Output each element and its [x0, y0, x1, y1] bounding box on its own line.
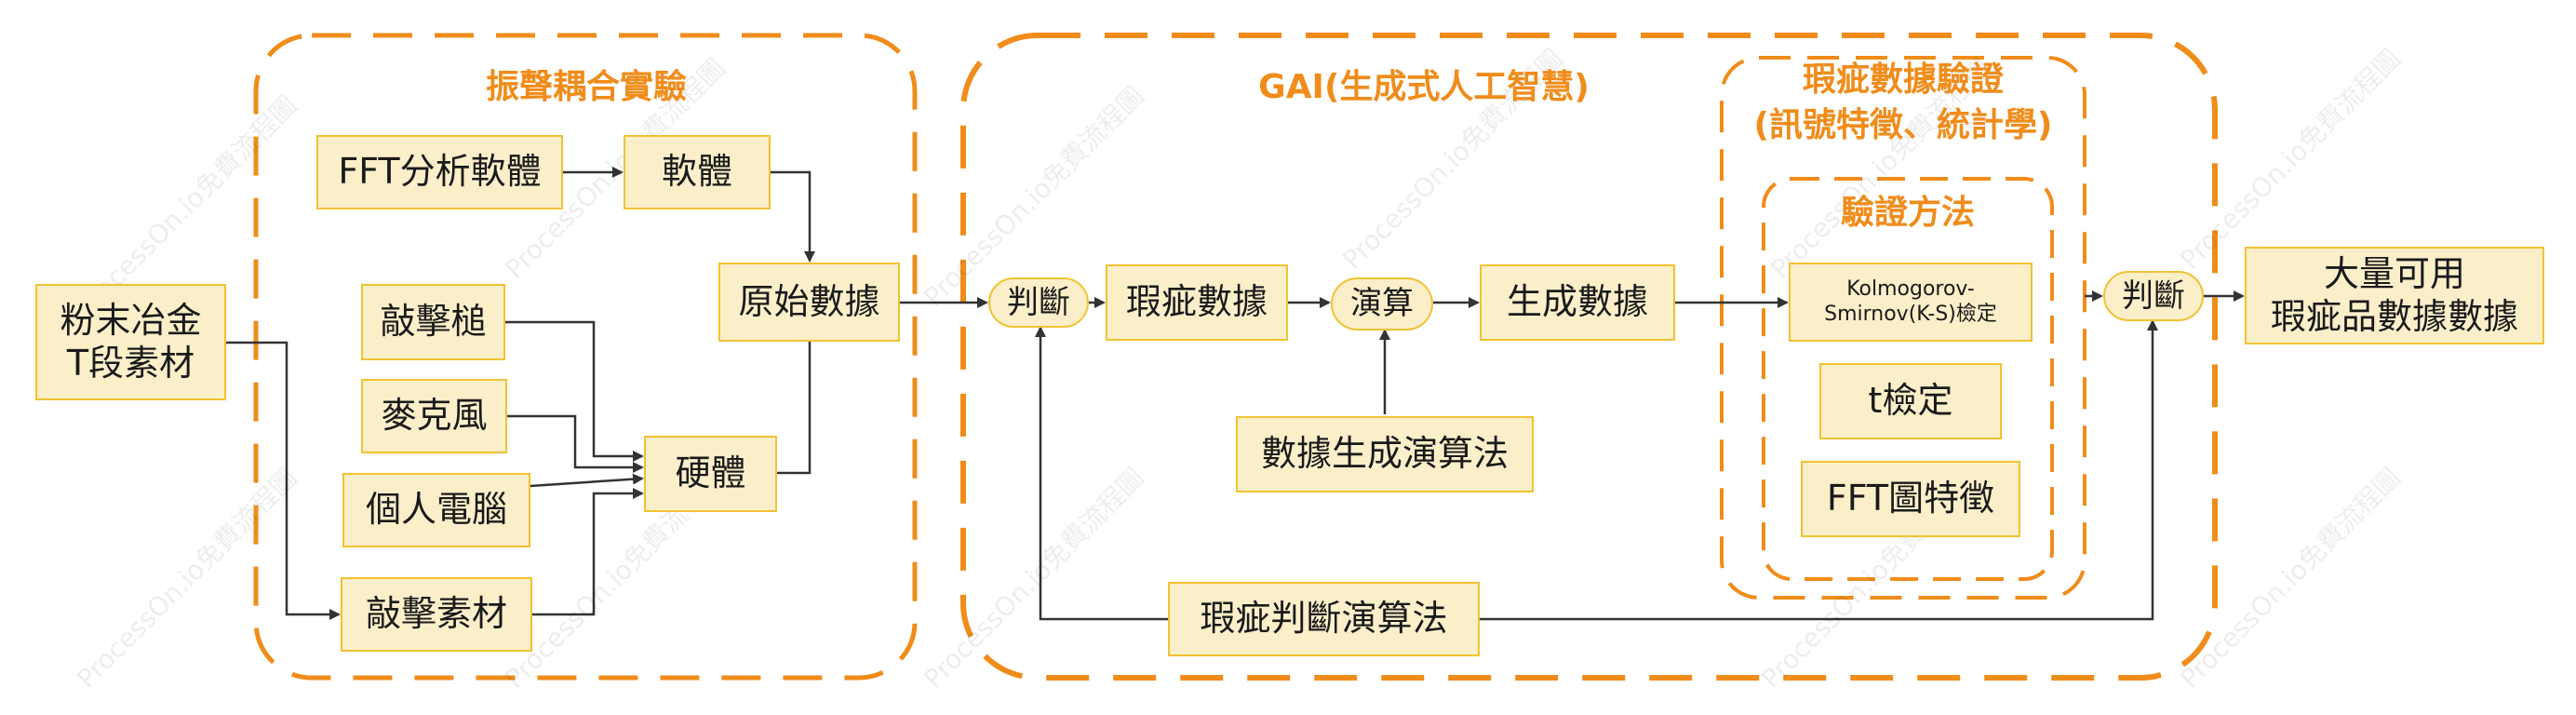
- group-validation-title: 瑕疵數據驗證 (訊號特徵、統計學): [1753, 61, 2053, 144]
- edge-strike-hardware: [532, 488, 644, 616]
- node-hardware: 硬體: [644, 436, 777, 512]
- group-gai-border: [960, 33, 2218, 681]
- node-pc: 個人電腦: [342, 473, 530, 547]
- edge-algo-judge1: [1035, 326, 1168, 621]
- group-method-border: [1762, 177, 2054, 581]
- node-hammer: 敲擊槌: [361, 284, 505, 360]
- node-raw-data: 原始數據: [718, 263, 900, 342]
- node-powder-material: 粉末冶金 T段素材: [35, 284, 226, 400]
- node-judge-2: 判斷: [2103, 271, 2204, 321]
- edge-software-raw: [771, 170, 815, 263]
- node-microphone: 麥克風: [361, 379, 507, 453]
- edge-hammer-hardware: [505, 320, 644, 462]
- node-t-test: t檢定: [1819, 363, 2002, 439]
- node-judge-1: 判斷: [988, 277, 1089, 328]
- node-compute: 演算: [1331, 277, 1433, 331]
- node-defect-judgment-algorithm: 瑕疵判斷演算法: [1168, 582, 1480, 656]
- edge-pc-hardware: [530, 473, 644, 488]
- node-ks-test: Kolmogorov- Smirnov(K-S)檢定: [1789, 263, 2033, 342]
- node-strike-material: 敲擊素材: [341, 577, 532, 652]
- edge-hardware-raw: [777, 310, 815, 475]
- node-generation-algorithm: 數據生成演算法: [1236, 416, 1534, 492]
- group-vibration-border: [253, 33, 918, 681]
- node-generated-data: 生成數據: [1480, 264, 1675, 341]
- node-result: 大量可用 瑕疵品數據數據: [2245, 247, 2544, 344]
- node-defect-data: 瑕疵數據: [1106, 264, 1288, 341]
- edge-algo-judge2: [1480, 319, 2158, 621]
- node-software: 軟體: [624, 135, 771, 209]
- node-fft-software: FFT分析軟體: [316, 135, 563, 209]
- group-gai-title: GAI(生成式人工智慧): [1258, 68, 1590, 106]
- edge-powder-strike: [226, 341, 341, 620]
- group-method-title: 驗證方法: [1840, 194, 1975, 232]
- edge-mic-hardware: [507, 414, 644, 473]
- node-fft-features: FFT圖特徵: [1801, 461, 2020, 537]
- group-vibration-title: 振聲耦合實驗: [485, 68, 687, 106]
